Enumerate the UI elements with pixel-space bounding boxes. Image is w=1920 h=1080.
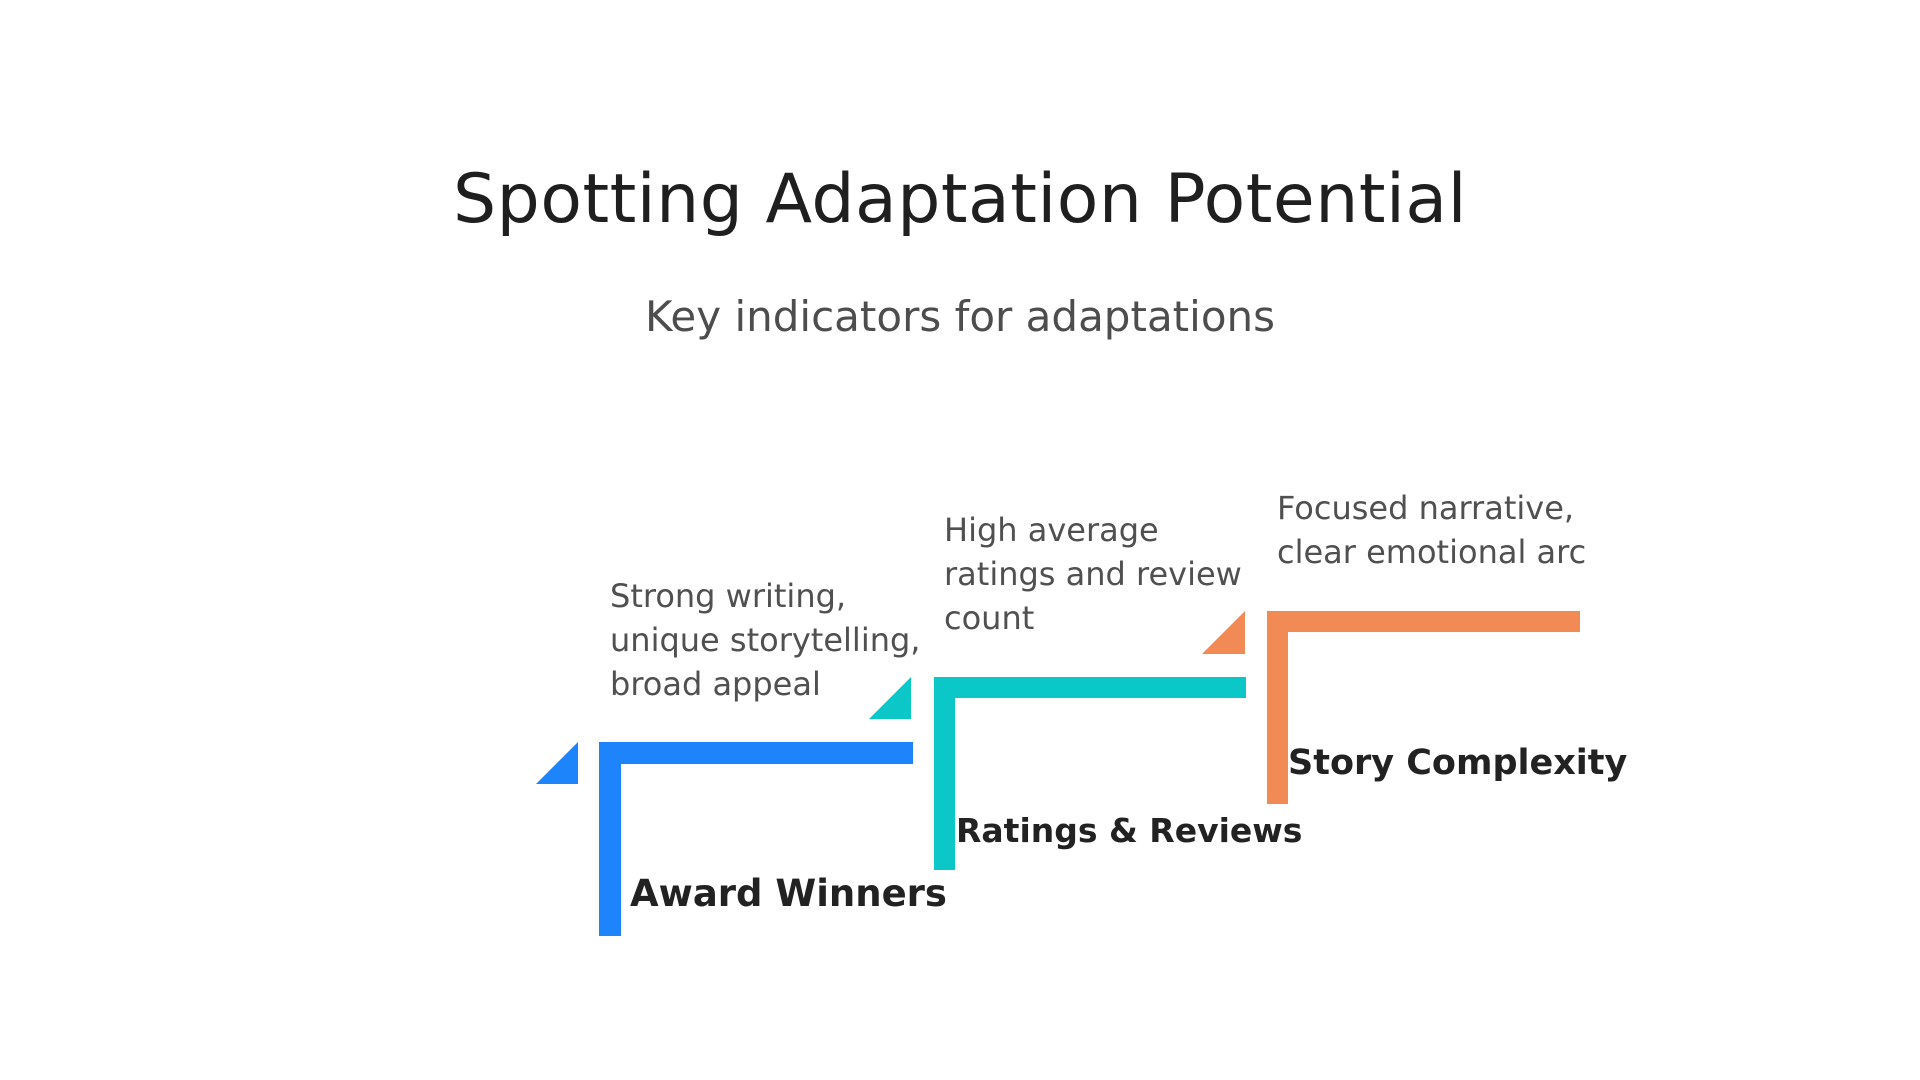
step-3-label: Story Complexity	[1288, 743, 1628, 783]
step-1-label: Award Winners	[630, 872, 947, 915]
step-3-horizontal-bar	[1267, 611, 1580, 632]
step-2-description-line: count	[944, 599, 1035, 637]
diagram-subtitle: Key indicators for adaptations	[644, 292, 1276, 341]
step-2-label: Ratings & Reviews	[956, 811, 1303, 850]
step-1-description-line: broad appeal	[610, 665, 821, 703]
step-3-description-line: Focused narrative,	[1277, 489, 1575, 527]
step-1-arrow-tip	[536, 742, 578, 784]
step-1-horizontal-bar	[599, 742, 913, 764]
step-1-description: Strong writing, unique storytelling, bro…	[610, 574, 920, 706]
step-2-description-line: ratings and review	[944, 555, 1242, 593]
step-2-horizontal-bar	[934, 677, 1246, 698]
step-3-vertical-bar	[1267, 611, 1288, 804]
diagram-title: Spotting Adaptation Potential	[453, 160, 1467, 239]
step-3-description-line: clear emotional arc	[1277, 533, 1587, 571]
step-3-arrow-tip	[1202, 611, 1245, 654]
step-2-description-line: High average	[944, 511, 1159, 549]
step-1-description-line: unique storytelling,	[610, 621, 921, 659]
step-2-description: High average ratings and review count	[944, 508, 1242, 640]
step-1-vertical-bar	[599, 742, 621, 936]
step-2-vertical-bar	[934, 677, 955, 870]
step-1-description-line: Strong writing,	[610, 577, 847, 615]
step-2-arrow-tip	[869, 677, 911, 719]
step-3-description: Focused narrative, clear emotional arc	[1277, 486, 1586, 574]
